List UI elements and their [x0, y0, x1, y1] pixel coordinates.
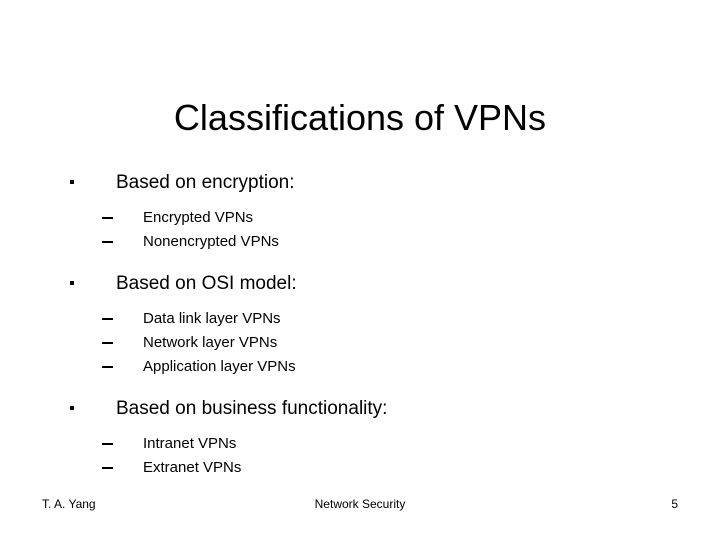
- bullet-level2-label: Encrypted VPNs: [143, 209, 254, 226]
- dash-bullet-icon: [102, 443, 113, 445]
- bullet-item-level2: Encrypted VPNs: [0, 206, 720, 230]
- bullet-level2-label: Extranet VPNs: [143, 459, 242, 476]
- sub-bullet-list: Data link layer VPNs Network layer VPNs …: [0, 307, 720, 379]
- bullet-item-level2: Network layer VPNs: [0, 331, 720, 355]
- bullet-item-level2: Application layer VPNs: [0, 355, 720, 379]
- bullet-item-level1: Based on business functionality:: [0, 397, 720, 423]
- slide-body: Based on encryption: Encrypted VPNs None…: [0, 171, 720, 480]
- bullet-item-level1: Based on OSI model:: [0, 272, 720, 298]
- bullet-item-level2: Data link layer VPNs: [0, 307, 720, 331]
- bullet-group-encryption: Based on encryption: Encrypted VPNs None…: [0, 171, 720, 254]
- square-bullet-icon: [70, 281, 74, 285]
- bullet-group-business-functionality: Based on business functionality: Intrane…: [0, 397, 720, 480]
- bullet-level2-label: Application layer VPNs: [143, 358, 296, 375]
- dash-bullet-icon: [102, 342, 113, 344]
- dash-bullet-icon: [102, 366, 113, 368]
- footer-author: T. A. Yang: [42, 497, 96, 511]
- bullet-level1-label: Based on OSI model:: [116, 273, 297, 294]
- bullet-item-level1: Based on encryption:: [0, 171, 720, 197]
- footer-page-number: 5: [671, 497, 678, 511]
- dash-bullet-icon: [102, 318, 113, 320]
- bullet-level2-label: Network layer VPNs: [143, 334, 278, 351]
- dash-bullet-icon: [102, 241, 113, 243]
- footer-course-title: Network Security: [314, 497, 406, 511]
- square-bullet-icon: [70, 180, 74, 184]
- bullet-group-osi-model: Based on OSI model: Data link layer VPNs…: [0, 272, 720, 379]
- bullet-item-level2: Intranet VPNs: [0, 432, 720, 456]
- dash-bullet-icon: [102, 217, 113, 219]
- bullet-level2-label: Nonencrypted VPNs: [143, 233, 279, 250]
- sub-bullet-list: Encrypted VPNs Nonencrypted VPNs: [0, 206, 720, 254]
- bullet-level2-label: Intranet VPNs: [143, 435, 237, 452]
- dash-bullet-icon: [102, 467, 113, 469]
- page-title: Classifications of VPNs: [173, 97, 547, 139]
- square-bullet-icon: [70, 406, 74, 410]
- bullet-level1-label: Based on business functionality:: [116, 398, 388, 419]
- bullet-item-level2: Nonencrypted VPNs: [0, 230, 720, 254]
- bullet-level1-label: Based on encryption:: [116, 172, 295, 193]
- bullet-item-level2: Extranet VPNs: [0, 456, 720, 480]
- bullet-level2-label: Data link layer VPNs: [143, 310, 281, 327]
- sub-bullet-list: Intranet VPNs Extranet VPNs: [0, 432, 720, 480]
- slide-footer: T. A. Yang Network Security 5: [0, 494, 720, 516]
